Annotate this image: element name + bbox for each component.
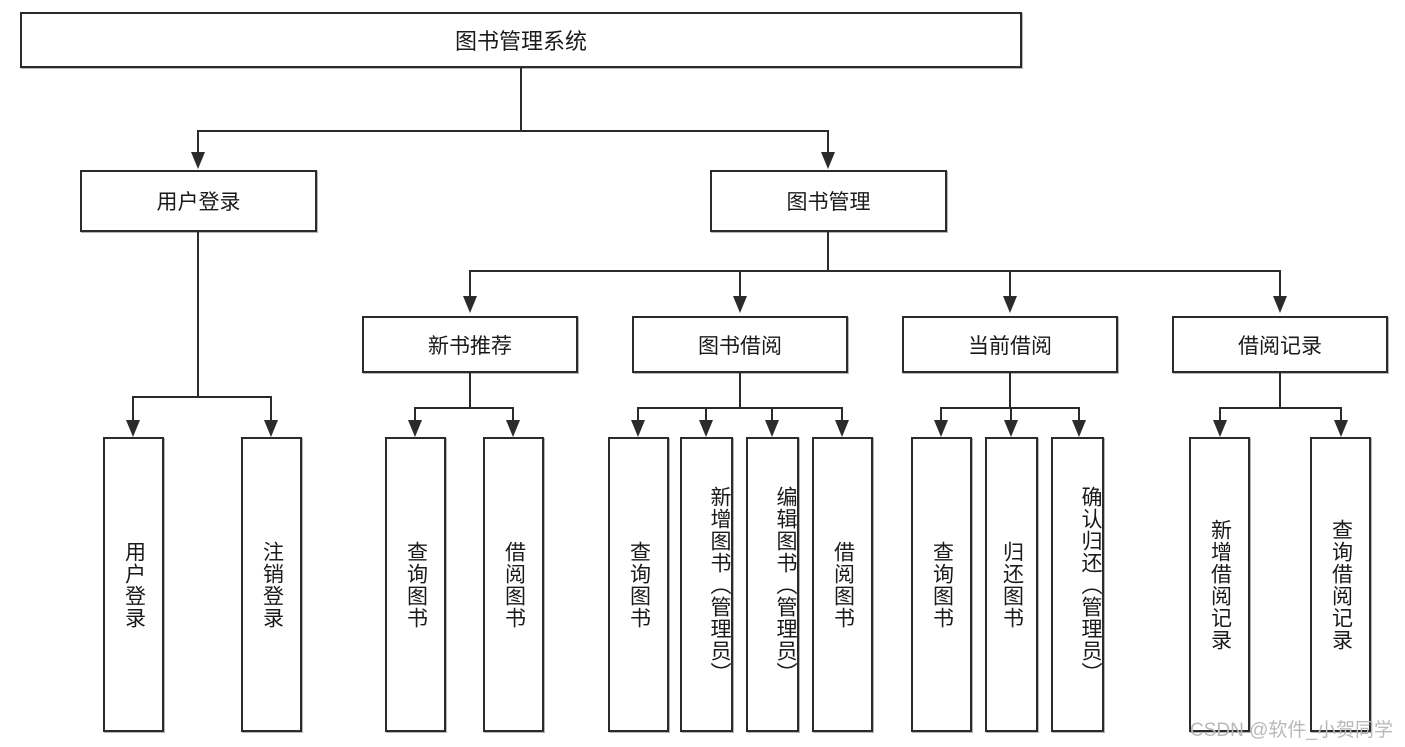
connector-bookmgmt-bus: [469, 270, 1280, 272]
connector-newbook-drop-1: [512, 407, 514, 420]
leaf-logout[interactable]: 注销登录: [241, 437, 302, 732]
arrowhead-current-leaf-1: [1004, 420, 1018, 437]
arrowhead-newbook-leaf-0: [408, 420, 422, 437]
connector-root-drop-left: [197, 130, 199, 152]
node-root-system[interactable]: 图书管理系统: [20, 12, 1022, 68]
connector-userlogin-drop-0: [132, 396, 134, 420]
connector-bookmgmt-drop-0: [469, 270, 471, 296]
connector-borrow-drop-2: [771, 407, 773, 420]
connector-newbook-bus: [414, 407, 513, 409]
leaf-user-login[interactable]: 用户登录: [103, 437, 164, 732]
node-new-book-recommend[interactable]: 新书推荐: [362, 316, 578, 373]
connector-borrow-drop-1: [705, 407, 707, 420]
leaf-borrow-book-newrec[interactable]: 借阅图书: [483, 437, 544, 732]
connector-current-stem: [1009, 373, 1011, 407]
arrowhead-book-borrow: [733, 296, 747, 313]
connector-bookmgmt-stem: [827, 232, 829, 270]
arrowhead-current-leaf-0: [934, 420, 948, 437]
leaf-query-book-borrow[interactable]: 查询图书: [608, 437, 669, 732]
connector-bookmgmt-drop-3: [1279, 270, 1281, 296]
connector-userlogin-stem: [197, 232, 199, 396]
node-user-login[interactable]: 用户登录: [80, 170, 317, 232]
arrowhead-borrow-record: [1273, 296, 1287, 313]
arrowhead-book-manage: [821, 152, 835, 169]
connector-borrow-stem: [739, 373, 741, 407]
leaf-add-book-admin[interactable]: 新增图书（管理员）: [680, 437, 733, 732]
connector-borrow-bus: [637, 407, 842, 409]
watermark-csdn: CSDN @软件_小贺同学: [1190, 720, 1393, 741]
connector-userlogin-drop-1: [270, 396, 272, 420]
arrowhead-current-borrow: [1003, 296, 1017, 313]
leaf-query-book-current[interactable]: 查询图书: [911, 437, 972, 732]
connector-record-bus: [1219, 407, 1341, 409]
arrowhead-record-leaf-0: [1213, 420, 1227, 437]
node-current-borrow[interactable]: 当前借阅: [902, 316, 1118, 373]
node-borrow-record[interactable]: 借阅记录: [1172, 316, 1388, 373]
arrowhead-leaf-userlogin: [126, 420, 140, 437]
arrowhead-borrow-leaf-2: [765, 420, 779, 437]
leaf-edit-book-admin[interactable]: 编辑图书（管理员）: [746, 437, 799, 732]
node-book-borrow[interactable]: 图书借阅: [632, 316, 848, 373]
connector-bookmgmt-drop-1: [739, 270, 741, 296]
leaf-add-borrow-record[interactable]: 新增借阅记录: [1189, 437, 1250, 732]
arrowhead-borrow-leaf-1: [699, 420, 713, 437]
connector-current-drop-0: [940, 407, 942, 420]
connector-borrow-drop-0: [637, 407, 639, 420]
connector-root-drop-right: [827, 130, 829, 152]
connector-newbook-drop-0: [414, 407, 416, 420]
connector-bookmgmt-drop-2: [1009, 270, 1011, 296]
connector-current-drop-1: [1010, 407, 1012, 420]
arrowhead-borrow-leaf-0: [631, 420, 645, 437]
leaf-query-borrow-record[interactable]: 查询借阅记录: [1310, 437, 1371, 732]
arrowhead-user-login: [191, 152, 205, 169]
arrowhead-newbook-leaf-1: [506, 420, 520, 437]
leaf-query-book-newrec[interactable]: 查询图书: [385, 437, 446, 732]
arrowhead-borrow-leaf-3: [835, 420, 849, 437]
arrowhead-leaf-logout: [264, 420, 278, 437]
leaf-confirm-return-admin[interactable]: 确认归还（管理员）: [1051, 437, 1104, 732]
connector-root-bus: [197, 130, 828, 132]
node-book-management[interactable]: 图书管理: [710, 170, 947, 232]
connector-current-drop-2: [1078, 407, 1080, 420]
arrowhead-new-book-rec: [463, 296, 477, 313]
connector-record-stem: [1279, 373, 1281, 407]
connector-record-drop-0: [1219, 407, 1221, 420]
connector-newbook-stem: [469, 373, 471, 407]
arrowhead-current-leaf-2: [1072, 420, 1086, 437]
connector-root-stem: [520, 68, 522, 130]
leaf-borrow-book[interactable]: 借阅图书: [812, 437, 873, 732]
arrowhead-record-leaf-1: [1334, 420, 1348, 437]
connector-record-drop-1: [1340, 407, 1342, 420]
leaf-return-book[interactable]: 归还图书: [985, 437, 1038, 732]
connector-borrow-drop-3: [841, 407, 843, 420]
connector-userlogin-bus: [132, 396, 271, 398]
